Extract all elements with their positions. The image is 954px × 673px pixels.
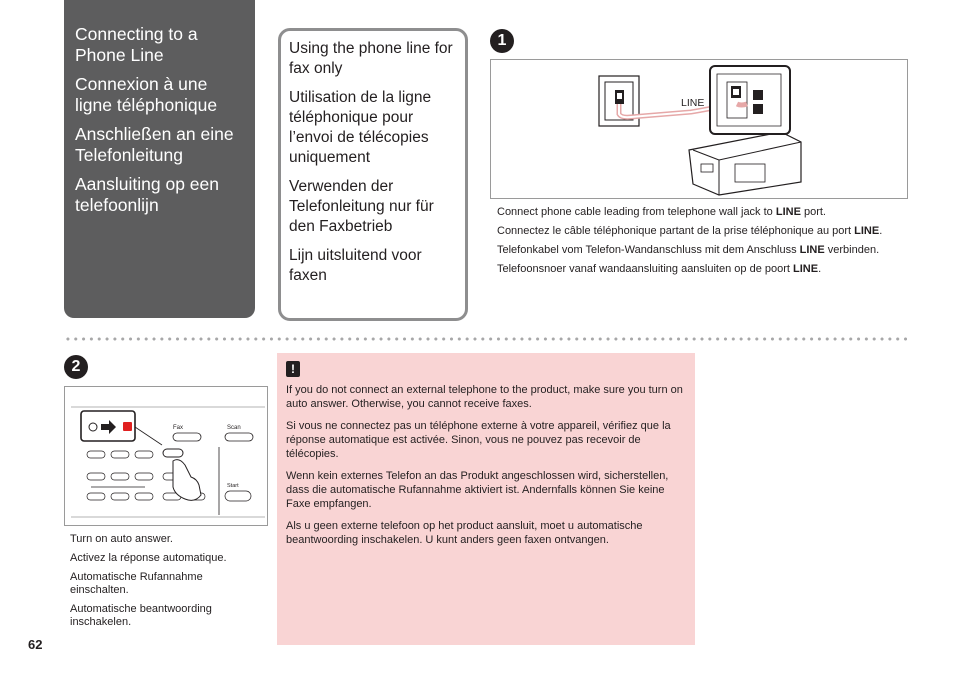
note-en: Using the phone line for fax only [289,40,453,77]
note-nl: Lijn uitsluitend voor faxen [289,247,422,284]
title-fr: Connexion à une ligne téléphonique [75,74,218,115]
step-2-number: 2 [64,355,88,379]
caution-icon: ! [286,361,300,377]
instruction-en: Connect phone cable leading from telepho… [497,206,826,218]
warning-panel: ! If you do not connect an external tele… [277,353,695,645]
instruction-nl: Telefoonsnoer vanaf wandaansluiting aans… [497,263,822,275]
fax-label: Fax [173,425,183,431]
printer-body [688,131,802,196]
auto-answer-light-off-icon [88,422,98,432]
auto-answer-light-on-icon [123,422,132,431]
warning-en: If you do not connect an external teleph… [286,384,683,410]
note-de: Verwenden der Telefonleitung nur für den… [289,178,434,235]
finger-pointing-icon [172,459,202,501]
start-label: Start [227,483,239,489]
control-panel-illustration: Fax Scan Start [71,406,265,518]
page-number: 62 [28,637,43,652]
warning-fr: Si vous ne connectez pas un téléphone ex… [286,420,671,460]
auto-answer-button [162,448,184,458]
title-de: Anschließen an eine Telefonleitung [75,124,234,165]
scan-label: Scan [227,425,241,431]
dotted-divider [64,336,910,342]
caption-de: Automatische Rufannahme einschalten. [70,571,203,596]
caption-nl: Automatische beantwoording inschakelen. [70,603,212,628]
note-fr: Utilisation de la ligne téléphonique pou… [289,89,432,166]
warning-nl: Als u geen externe telefoon op het produ… [286,520,643,546]
phone-line-connection-figure: LINE [490,59,908,199]
port-panel [726,81,748,119]
instruction-fr: Connectez le câble téléphonique partant … [497,225,883,237]
title-en: Connecting to a Phone Line [75,24,198,65]
keypad [86,450,252,502]
step-1-instructions: Connect phone cable leading from telepho… [497,206,902,282]
caption-en: Turn on auto answer. [70,533,173,545]
warning-de: Wenn kein externes Telefon an das Produk… [286,470,669,510]
step-2-captions: Turn on auto answer. Activez la réponse … [70,533,260,635]
arrow-icon [101,420,116,434]
line-label: LINE [681,97,704,109]
step-1-number: 1 [490,29,514,53]
title-panel: Connecting to a Phone Line Connexion à u… [64,0,255,318]
caption-fr: Activez la réponse automatique. [70,552,227,564]
note-box: Using the phone line for fax only Utilis… [278,28,468,321]
title-nl: Aansluiting op een telefoonlijn [75,174,219,215]
instruction-de: Telefonkabel vom Telefon-Wandanschluss m… [497,244,880,256]
control-panel-figure: Fax Scan Start [64,386,268,526]
printer-wall-jack-illustration: LINE [598,65,802,196]
